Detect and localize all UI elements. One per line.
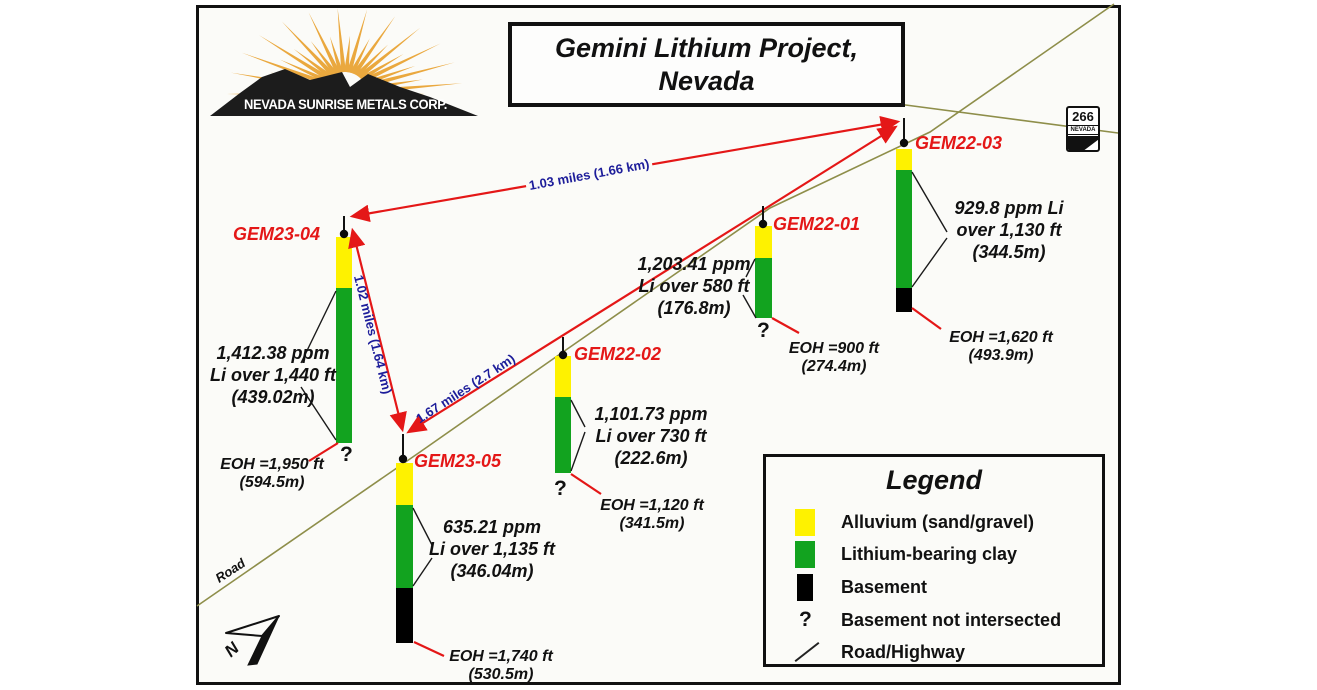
- drillhole-column-gem23-04: [336, 237, 352, 443]
- clay-interval: [555, 397, 571, 473]
- legend-item-clay: Lithium-bearing clay: [766, 540, 1102, 568]
- eoh-annotation-gem23-05: EOH =1,740 ft (530.5m): [449, 648, 553, 683]
- hole-label-gem22-03: GEM22-03: [915, 133, 1003, 153]
- basement-interval: [396, 588, 413, 643]
- hole-label-gem23-04: GEM23-04: [233, 224, 321, 244]
- legend-title: Legend: [885, 465, 982, 495]
- alluvium-swatch-icon: [795, 508, 815, 536]
- road-line-icon: [794, 641, 820, 663]
- hole-label-gem22-01: GEM22-01: [773, 214, 861, 234]
- alluvium-interval: [555, 356, 571, 397]
- company-name: NEVADA SUNRISE METALS CORP.: [243, 97, 448, 112]
- grade-annotation-gem22-03: 929.8 ppm Li over 1,130 ft (344.5m): [954, 198, 1064, 262]
- legend-item-alluvium: Alluvium (sand/gravel): [766, 508, 1102, 536]
- company-logo: NEVADA SUNRISE METALS CORP.: [203, 6, 488, 118]
- question-mark-gem23-04: ?: [340, 443, 353, 466]
- eoh-annotation-gem22-02: EOH =1,120 ft (341.5m): [600, 497, 704, 532]
- question-mark-gem22-02: ?: [554, 477, 567, 500]
- legend: Legend Alluvium (sand/gravel) Lithium-be…: [763, 454, 1105, 667]
- route-number: 266: [1072, 109, 1094, 124]
- grade-annotation-gem23-04: 1,412.38 ppm Li over 1,440 ft (439.02m): [209, 343, 337, 407]
- eoh-annotation-gem23-04: EOH =1,950 ft (594.5m): [220, 456, 324, 491]
- drillhole-column-gem22-02: [555, 356, 571, 473]
- clay-swatch-icon: [795, 540, 815, 568]
- highway-266-shield: 266 NEVADA: [1066, 106, 1100, 152]
- legend-item-basement: Basement: [766, 573, 1102, 601]
- map-title-line2: Nevada: [658, 65, 755, 96]
- drillhole-column-gem22-03: [896, 149, 912, 312]
- basement-interval: [896, 288, 912, 312]
- alluvium-interval: [396, 463, 413, 505]
- title-box: Gemini Lithium Project, Nevada: [508, 22, 905, 107]
- hole-label-gem23-05: GEM23-05: [414, 451, 502, 471]
- grade-annotation-gem22-02: 1,101.73 ppm Li over 730 ft (222.6m): [594, 404, 708, 468]
- legend-item-question: ? Basement not intersected: [799, 608, 1062, 631]
- eoh-annotation-gem22-01: EOH =900 ft (274.4m): [788, 340, 880, 375]
- eoh-annotation-gem22-03: EOH =1,620 ft (493.9m): [949, 329, 1053, 364]
- legend-item-road: Road/Highway: [766, 638, 1102, 666]
- clay-interval: [396, 505, 413, 588]
- shield-corner: [1068, 136, 1098, 150]
- basement-swatch-icon: [797, 573, 813, 601]
- clay-interval: [896, 170, 912, 288]
- question-mark-icon: ?: [799, 608, 812, 631]
- hole-label-gem22-02: GEM22-02: [574, 344, 662, 364]
- route-state: NEVADA: [1068, 125, 1098, 135]
- question-mark-gem22-01: ?: [757, 319, 770, 342]
- alluvium-interval: [896, 149, 912, 170]
- grade-annotation-gem23-05: 635.21 ppm Li over 1,135 ft (346.04m): [428, 517, 556, 581]
- alluvium-interval: [336, 237, 352, 288]
- grade-annotation-gem22-01: 1,203.41 ppm Li over 580 ft (176.8m): [637, 254, 751, 318]
- drillhole-column-gem23-05: [396, 463, 413, 643]
- map-title-line1: Gemini Lithium Project,: [554, 32, 859, 63]
